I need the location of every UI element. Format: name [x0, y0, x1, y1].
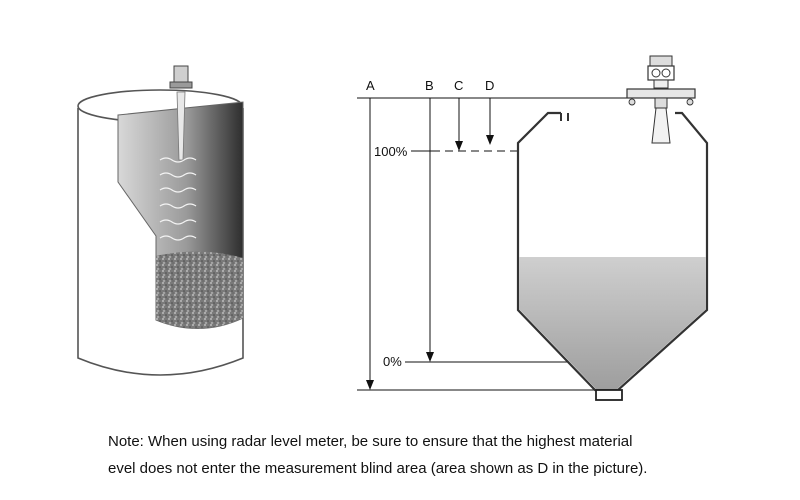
tank-outlet	[595, 389, 623, 401]
radar-sensor-head	[173, 65, 189, 83]
note-line-1: Note: When using radar level meter, be s…	[108, 433, 633, 450]
silo-cutaway-illustration	[77, 65, 244, 376]
arrowhead-c	[455, 141, 463, 151]
arrowhead-b	[426, 352, 434, 362]
label-c: C	[454, 78, 463, 93]
radar-wave-signals	[159, 157, 197, 241]
note-caption: Note: When using radar level meter, be s…	[108, 428, 748, 482]
radar-sensor-flange	[169, 81, 193, 89]
tank-inlet-nozzle	[560, 113, 569, 121]
radar-level-meter	[626, 55, 696, 144]
label-b: B	[425, 78, 434, 93]
arrowhead-a	[366, 380, 374, 390]
radar-mounting-flange	[626, 88, 696, 99]
measurement-schematic: A B C D 100% 0%	[357, 55, 709, 401]
label-full-level: 100%	[374, 144, 408, 159]
radar-horn	[651, 107, 671, 144]
tank-material-fill	[519, 257, 706, 389]
label-a: A	[366, 78, 375, 93]
note-line-2: evel does not enter the measurement blin…	[108, 460, 648, 477]
bulk-solid-material	[156, 251, 243, 329]
label-d: D	[485, 78, 494, 93]
label-empty-level: 0%	[383, 354, 402, 369]
arrowhead-d	[486, 135, 494, 145]
